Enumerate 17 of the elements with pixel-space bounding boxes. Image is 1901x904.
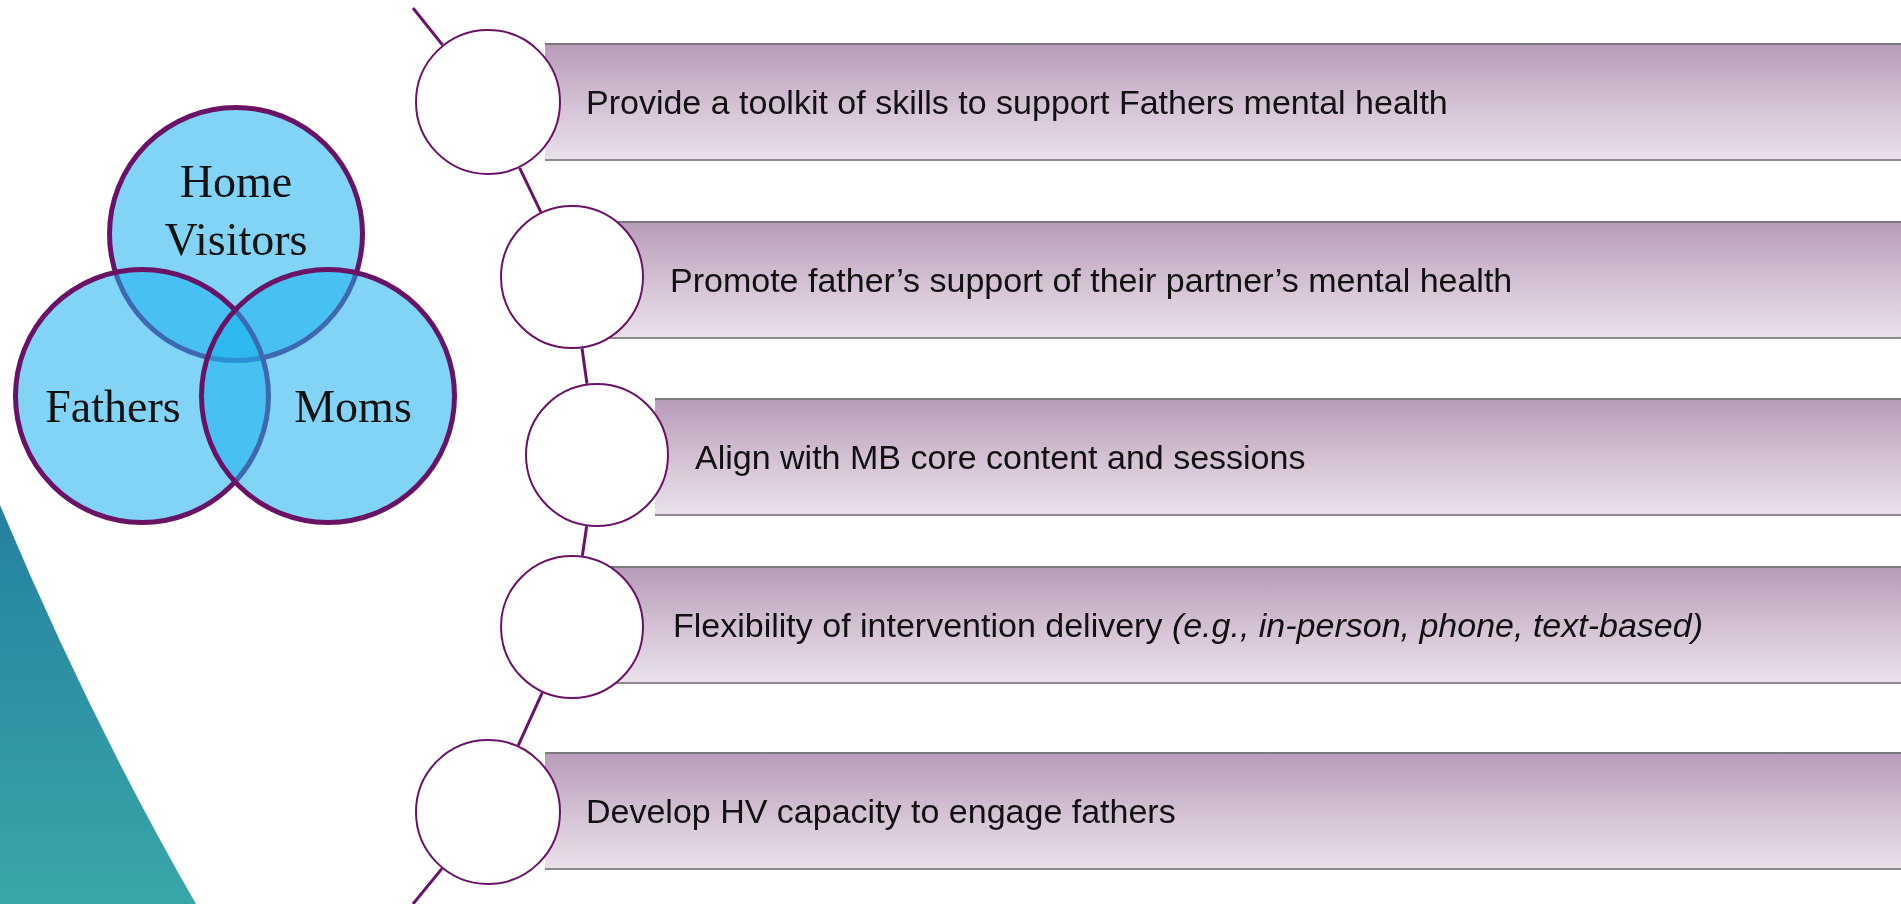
- circle-label: Moms: [294, 380, 412, 435]
- connector-line: [518, 167, 543, 213]
- banner-text: Provide a toolkit of skills to support Fathers mental health: [586, 81, 1448, 123]
- connector-line: [580, 526, 589, 556]
- banner-bar: [545, 43, 1901, 161]
- banner-bar: [655, 398, 1901, 516]
- circle-label: Home Visitors: [163, 154, 309, 266]
- banner-bar: [545, 752, 1901, 870]
- banner-text: Promote father’s support of their partner’s mental health: [670, 259, 1513, 301]
- banner-text: Align with MB core content and sessions: [695, 436, 1306, 478]
- circle-label: Fathers: [45, 380, 181, 435]
- banner-text: Develop HV capacity to engage fathers: [586, 790, 1176, 832]
- connector-line: [580, 348, 589, 384]
- connector-line: [411, 7, 444, 46]
- connector-line: [411, 867, 444, 904]
- connector-line: [516, 691, 544, 747]
- banner-text: Flexibility of intervention delivery (e.g., in-person, phone, text-based): [673, 604, 1703, 646]
